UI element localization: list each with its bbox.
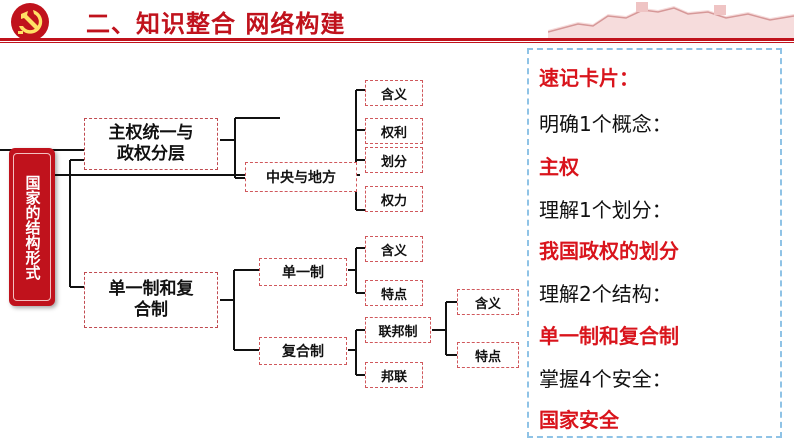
party-emblem-icon: [11, 3, 49, 41]
node-central-and-local: 中央与地方: [245, 162, 357, 192]
great-wall-decoration-icon: [548, 2, 794, 38]
card-line-sovereignty: 主权: [539, 155, 579, 179]
leaf-division: 划分: [365, 147, 423, 173]
quick-memory-card: 速记卡片： 明确1个概念： 主权 理解1个划分： 我国政权的划分 理解2个结构：…: [527, 48, 782, 438]
node-federal-system: 联邦制: [365, 317, 431, 343]
leaf-unitary-features: 特点: [365, 280, 423, 306]
card-line-power-division: 我国政权的划分: [539, 239, 679, 263]
leaf-unitary-meaning: 含义: [365, 236, 423, 262]
header-divider: [0, 38, 794, 41]
leaf-rights: 权利: [365, 118, 423, 144]
leaf-federal-features: 特点: [457, 342, 519, 368]
root-node-state-structure: 国家的结构形式: [9, 148, 55, 306]
leaf-meaning: 含义: [365, 80, 423, 106]
node-compound-system: 复合制: [259, 337, 347, 365]
header-divider-thin: [0, 42, 794, 43]
card-line-division: 理解1个划分：: [539, 198, 672, 222]
node-sovereignty-unity: 主权统一与 政权分层: [84, 118, 218, 170]
leaf-power: 权力: [365, 186, 423, 212]
card-line-security: 掌握4个安全：: [539, 367, 672, 391]
card-line-unitary-compound: 单一制和复合制: [539, 324, 679, 348]
card-line-concept: 明确1个概念：: [539, 112, 672, 136]
card-line-structures: 理解2个结构：: [539, 282, 672, 306]
node-unitary-system: 单一制: [259, 258, 347, 286]
card-title: 速记卡片：: [539, 66, 639, 90]
node-confederation: 邦联: [365, 362, 423, 388]
root-node-label: 国家的结构形式: [13, 153, 51, 301]
leaf-federal-meaning: 含义: [457, 289, 519, 315]
slide-header: 二、知识整合 网络构建: [0, 0, 794, 44]
node-unitary-and-compound: 单一制和复 合制: [84, 272, 218, 328]
card-line-national-security: 国家安全: [539, 408, 619, 432]
page-title: 二、知识整合 网络构建: [86, 10, 346, 38]
